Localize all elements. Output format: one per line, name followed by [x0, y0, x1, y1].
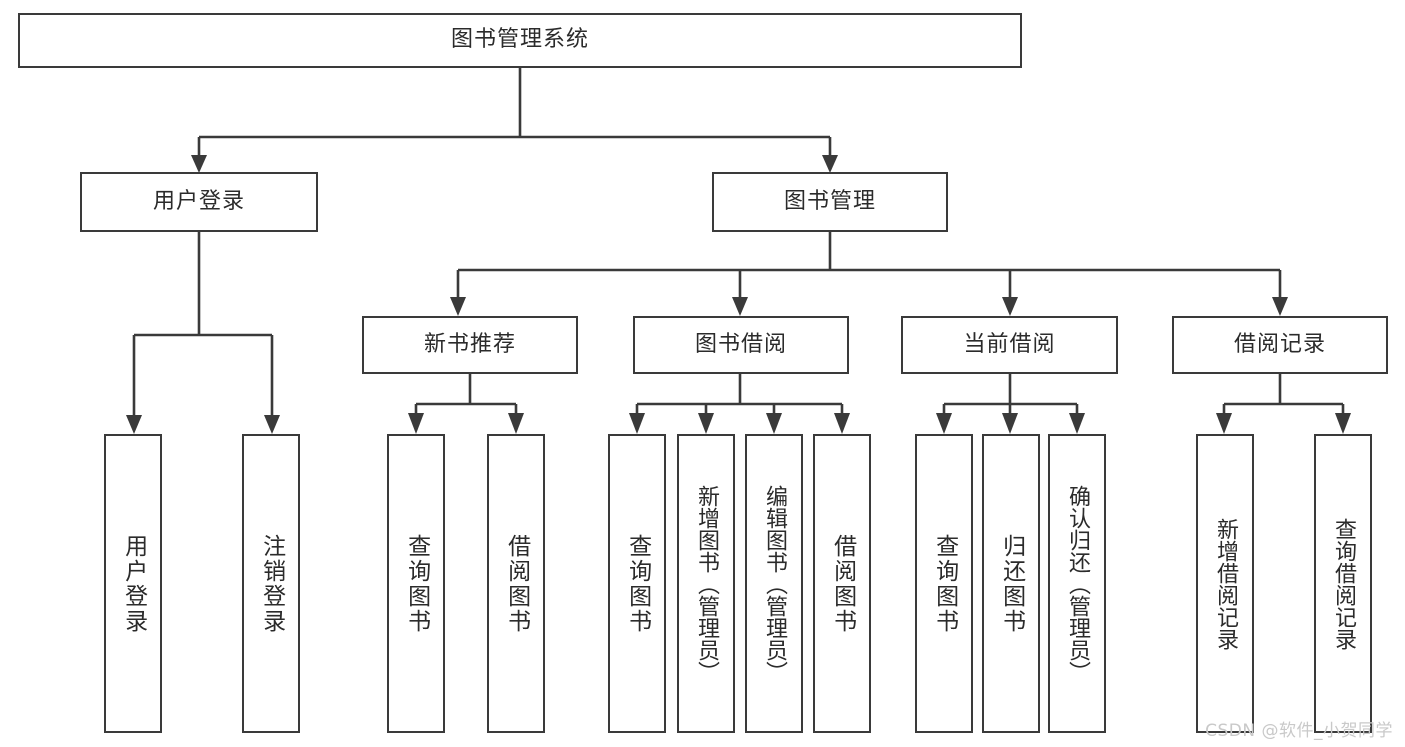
node-label: 确认归还（管理员） — [1064, 484, 1090, 683]
leaf-borrow-book-borrow[interactable]: 借阅图书 — [813, 434, 871, 733]
node-label: 新增图书（管理员） — [693, 484, 719, 683]
node-label: 查询图书 — [403, 533, 430, 634]
node-label: 借阅记录 — [1233, 331, 1326, 357]
leaf-user-login[interactable]: 用户登录 — [104, 434, 162, 733]
node-label: 图书管理 — [783, 188, 876, 214]
leaf-borrow-book-rec[interactable]: 借阅图书 — [487, 434, 545, 733]
node-label: 编辑图书（管理员） — [761, 484, 787, 683]
leaf-confirm-return-admin[interactable]: 确认归还（管理员） — [1048, 434, 1106, 733]
node-label: 借阅图书 — [829, 533, 856, 634]
leaf-query-book-rec[interactable]: 查询图书 — [387, 434, 445, 733]
leaf-query-book-borrow[interactable]: 查询图书 — [608, 434, 666, 733]
leaf-return-book[interactable]: 归还图书 — [982, 434, 1040, 733]
node-label: 查询图书 — [931, 533, 958, 634]
node-label: 图书管理系统 — [450, 27, 589, 53]
leaf-edit-book-admin[interactable]: 编辑图书（管理员） — [745, 434, 803, 733]
node-label: 当前借阅 — [963, 331, 1056, 357]
node-label: 借阅图书 — [503, 533, 530, 634]
node-new-book-recommend[interactable]: 新书推荐 — [362, 316, 578, 374]
node-label: 注销登录 — [258, 533, 285, 634]
leaf-query-book-current[interactable]: 查询图书 — [915, 434, 973, 733]
node-label: 用户登录 — [120, 533, 147, 634]
node-book-borrow[interactable]: 图书借阅 — [633, 316, 849, 374]
node-label: 归还图书 — [998, 533, 1025, 634]
leaf-add-borrow-record[interactable]: 新增借阅记录 — [1196, 434, 1254, 733]
node-label: 查询图书 — [624, 533, 651, 634]
csdn-watermark: CSDN @软件_小贺同学 — [1205, 721, 1393, 741]
node-borrow-record[interactable]: 借阅记录 — [1172, 316, 1388, 374]
leaf-add-book-admin[interactable]: 新增图书（管理员） — [677, 434, 735, 733]
node-user-login[interactable]: 用户登录 — [80, 172, 318, 232]
node-current-borrow[interactable]: 当前借阅 — [901, 316, 1118, 374]
leaf-query-borrow-record[interactable]: 查询借阅记录 — [1314, 434, 1372, 733]
node-label: 新增借阅记录 — [1212, 517, 1238, 650]
leaf-logout-login[interactable]: 注销登录 — [242, 434, 300, 733]
node-label: 新书推荐 — [423, 331, 516, 357]
node-root-system[interactable]: 图书管理系统 — [18, 13, 1022, 68]
node-label: 用户登录 — [152, 188, 245, 214]
node-label: 查询借阅记录 — [1330, 517, 1356, 650]
node-book-manage[interactable]: 图书管理 — [712, 172, 948, 232]
node-label: 图书借阅 — [694, 331, 787, 357]
